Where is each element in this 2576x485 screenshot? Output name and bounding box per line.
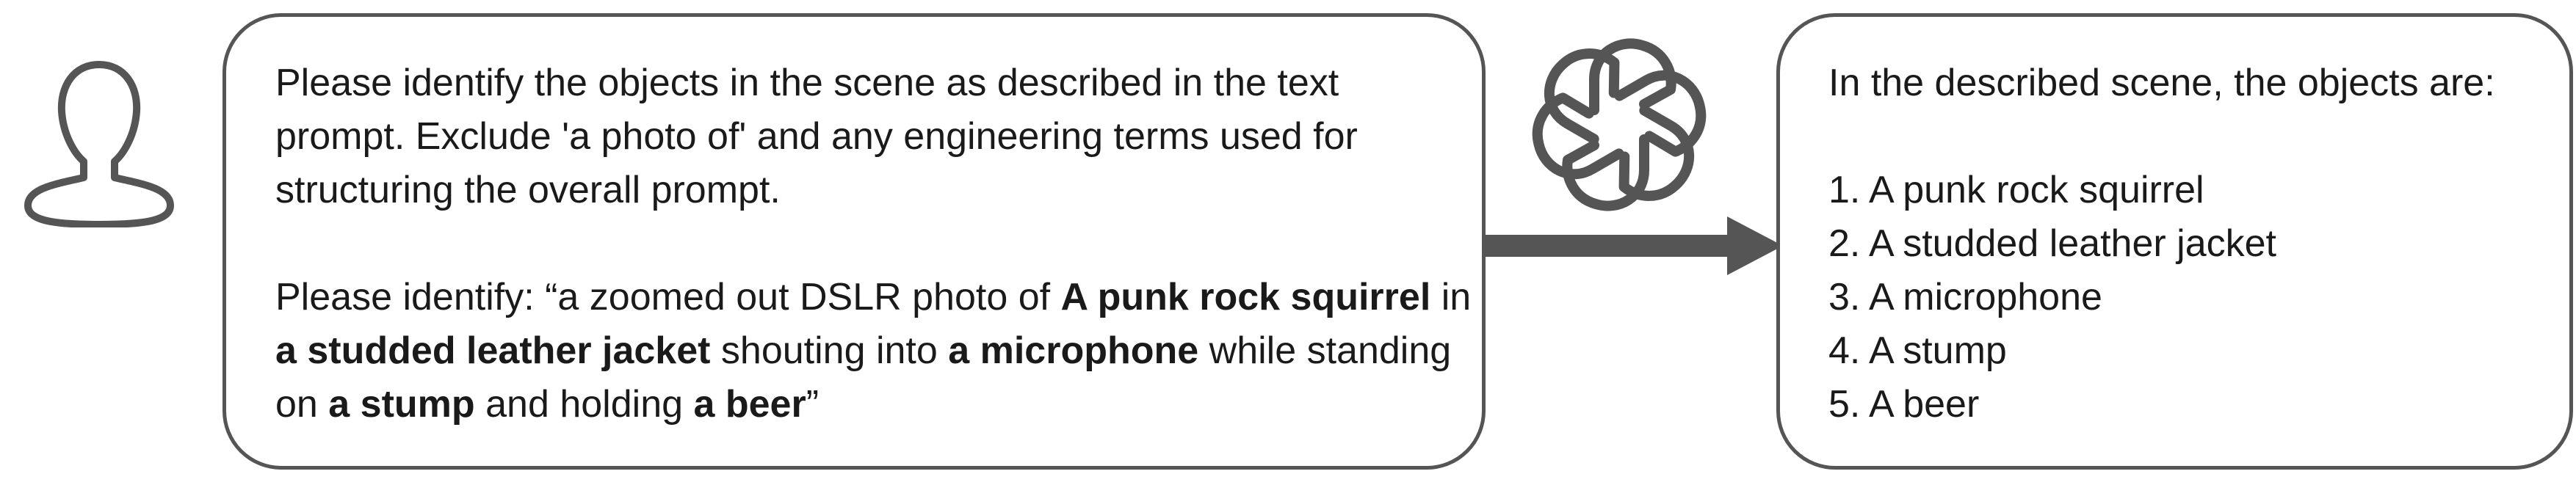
list-item: 5. A beer	[1828, 383, 1980, 426]
prompt-segment: in	[1430, 276, 1472, 318]
list-item: 2. A studded leather jacket	[1828, 222, 2276, 265]
prompt-query: Please identify: “a zoomed out DSLR phot…	[275, 271, 1472, 431]
object-highlight: A punk rock squirrel	[1060, 276, 1431, 318]
list-item: 3. A microphone	[1828, 276, 2102, 318]
prompt-segment: shouting into	[710, 329, 949, 372]
prompt-box: Please identify the objects in the scene…	[222, 13, 1486, 470]
object-highlight: a beer	[693, 383, 806, 426]
answer-title: In the described scene, the objects are:	[1828, 62, 2495, 104]
object-highlight: a microphone	[948, 329, 1199, 372]
prompt-text: Please identify the objects in the scene…	[275, 56, 1472, 431]
object-highlight: a studded leather jacket	[275, 329, 711, 372]
answer-box: In the described scene, the objects are:…	[1776, 13, 2573, 470]
prompt-segment: while standing on	[275, 329, 1452, 426]
list-item: 4. A stump	[1828, 329, 2007, 372]
arrow-right-icon	[1483, 216, 1783, 275]
prompt-segment: ”	[806, 383, 820, 426]
object-highlight: a stump	[328, 383, 475, 426]
openai-logo-icon	[1524, 29, 1715, 220]
answer-text: In the described scene, the objects are:…	[1828, 56, 2563, 431]
prompt-instruction: Please identify the objects in the scene…	[275, 62, 1358, 211]
user-icon	[24, 61, 174, 227]
prompt-segment: and holding	[474, 383, 694, 426]
list-item: 1. A punk rock squirrel	[1828, 169, 2204, 211]
answer-list: 1. A punk rock squirrel 2. A studded lea…	[1828, 164, 2563, 431]
prompt-segment: Please identify: “a zoomed out DSLR phot…	[275, 276, 1061, 318]
